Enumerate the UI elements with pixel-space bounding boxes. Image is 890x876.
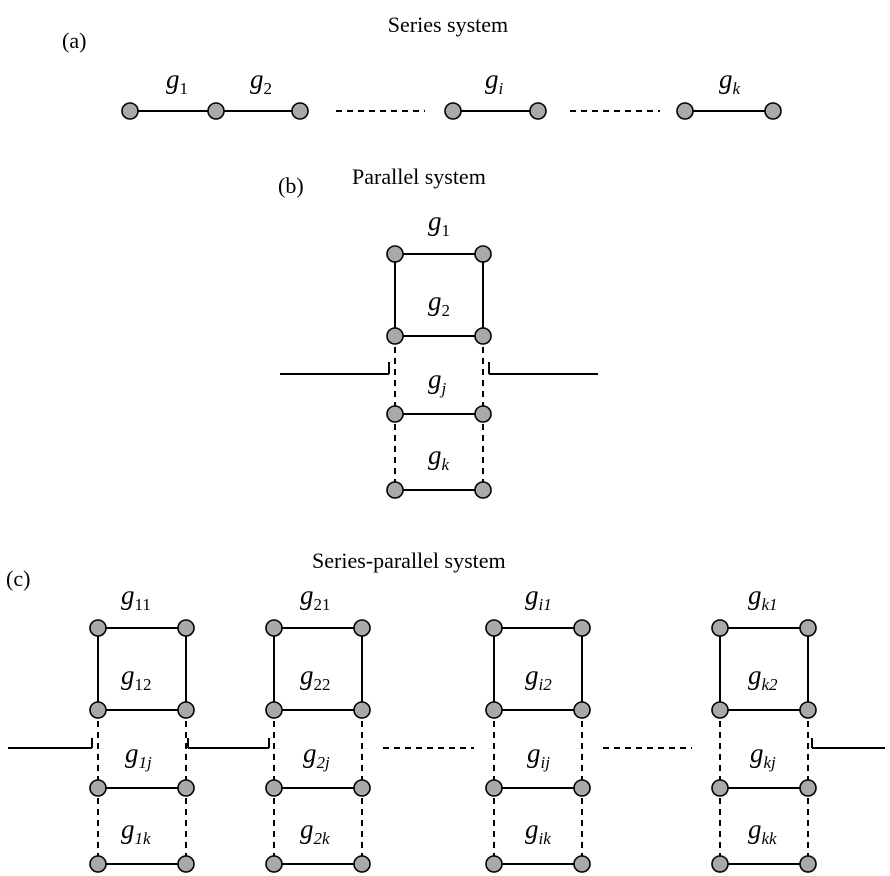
node [353,619,371,637]
node [353,779,371,797]
component-label: gij [527,738,550,772]
node [353,701,371,719]
node [485,855,503,873]
node [711,619,729,637]
node [485,701,503,719]
node [265,619,283,637]
component-label: gk2 [748,660,778,694]
node [799,619,817,637]
node [177,701,195,719]
node [444,102,462,120]
node [573,779,591,797]
component-label: gk1 [748,580,778,614]
component-label: g1j [125,738,152,772]
node [89,779,107,797]
component-label: g1k [121,814,151,848]
component-label: g2 [428,286,450,320]
panel-c-title: Series-parallel system [312,548,506,573]
component-label: gi [485,64,504,98]
component-label: gkj [750,738,776,772]
panel-b-tag: (b) [278,173,304,198]
node [529,102,547,120]
panel-b-title: Parallel system [352,164,486,189]
node [711,779,729,797]
node [474,405,492,423]
node [386,481,404,499]
node [386,245,404,263]
parallel-block-2: g21 g22 g2j g2k [265,580,371,873]
panel-c-tag: (c) [6,566,30,591]
node [121,102,139,120]
node [573,855,591,873]
component-label: gj [428,364,447,398]
component-label: gk [719,64,741,98]
parallel-block-1: g11 g12 g1j g1k [89,580,195,873]
node [573,619,591,637]
node [711,701,729,719]
node [799,855,817,873]
node [89,701,107,719]
node [676,102,694,120]
parallel-block-k: gk1 gk2 gkj gkk [711,580,817,873]
component-label: g2k [300,814,330,848]
node [799,701,817,719]
node [485,619,503,637]
component-label: g2 [250,64,272,98]
component-label: g2j [303,738,330,772]
node [177,779,195,797]
panel-a-title: Series system [388,12,508,37]
component-label: g21 [300,580,331,614]
component-label: gik [525,814,551,848]
node [711,855,729,873]
node [89,855,107,873]
parallel-block-i: gi1 gi2 gij gik [485,580,591,873]
component-label: gi1 [525,580,552,614]
panel-a-tag: (a) [62,28,86,53]
node [177,855,195,873]
component-label: g11 [121,580,151,614]
node [177,619,195,637]
component-label: g12 [121,660,152,694]
node [265,855,283,873]
node [573,701,591,719]
panel-c: (c) Series-parallel system [6,548,885,873]
component-label: g1 [428,206,450,240]
panel-b: (b) Parallel system g1 g2 gj gk [278,164,598,499]
node [265,779,283,797]
component-label: g22 [300,660,331,694]
node [474,481,492,499]
node [291,102,309,120]
node [474,245,492,263]
node [474,327,492,345]
node [207,102,225,120]
panel-a: (a) Series system g1 g2 gi gk [62,12,782,120]
component-label: gi2 [525,660,552,694]
node [485,779,503,797]
component-label: gk [428,440,450,474]
node [386,405,404,423]
node [799,779,817,797]
node [386,327,404,345]
node [764,102,782,120]
component-label: g1 [166,64,188,98]
node [265,701,283,719]
node [89,619,107,637]
node [353,855,371,873]
component-label: gkk [748,814,777,848]
